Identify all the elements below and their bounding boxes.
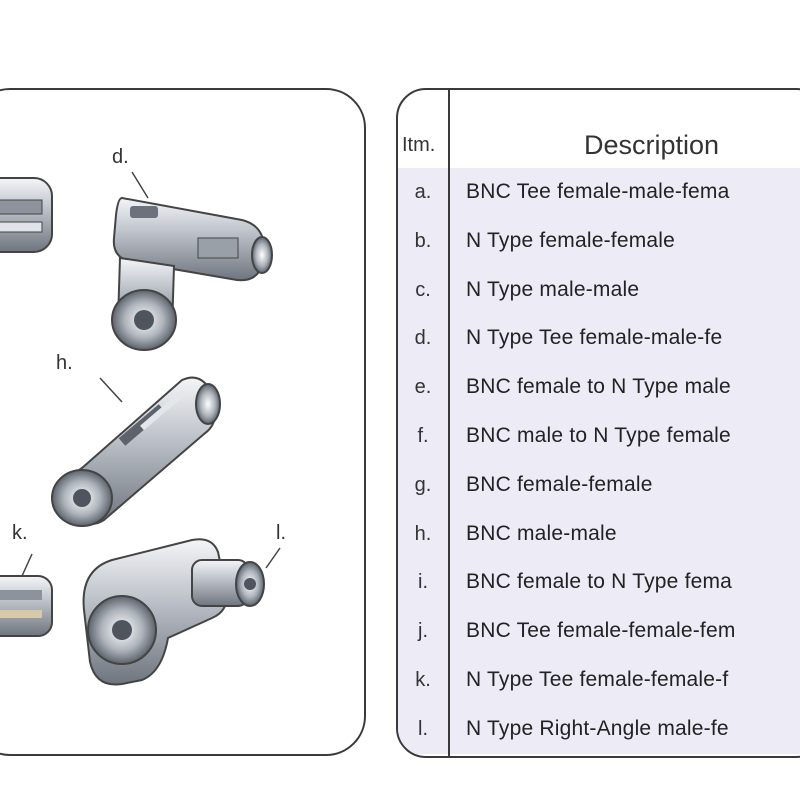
table-row: j. BNC Tee female-female-fem (398, 607, 800, 657)
table-row: f. BNC male to N Type female (398, 412, 800, 462)
table-row: g. BNC female-female (398, 460, 800, 511)
table-row: b. N Type female-female (398, 216, 800, 267)
table-row: i. BNC female to N Type fema (398, 558, 800, 609)
callout-h: h. (56, 352, 73, 374)
table-row: e. BNC female to N Type male (398, 363, 800, 413)
row-description: N Type Right-Angle male-fe (466, 716, 729, 740)
connector-partial-top-left (0, 177, 53, 253)
row-description: BNC female to N Type male (466, 375, 731, 399)
row-itm: f. (417, 425, 429, 447)
row-description: BNC Tee female-female-fem (466, 619, 736, 643)
connector-l-right-angle (82, 538, 265, 686)
connector-d-tee (111, 196, 273, 351)
table-header: Itm. Description (398, 90, 800, 170)
row-description: BNC Tee female-male-fema (466, 180, 730, 203)
row-description: BNC female-female (466, 472, 653, 496)
row-itm: b. (414, 229, 432, 252)
row-itm: i. (418, 571, 428, 594)
parts-table: Itm. Description a. BNC Tee female-male-f… (396, 88, 800, 758)
header-itm: Itm. (402, 134, 436, 156)
row-itm: h. (414, 522, 432, 545)
row-description: N Type female-female (466, 228, 676, 252)
column-divider (448, 90, 450, 756)
row-itm: k. (415, 669, 431, 691)
row-description: N Type Tee female-male-fe (466, 326, 723, 350)
connector-k-partial (0, 575, 53, 637)
row-itm: g. (414, 473, 432, 496)
table-row: d. N Type Tee female-male-fe (398, 314, 800, 365)
table-row: k. N Type Tee female-female-f (398, 656, 800, 706)
row-description: N Type male-male (466, 277, 640, 301)
table-row: h. BNC male-male (398, 509, 800, 560)
table-row: l. N Type Right-Angle male-fe (398, 704, 800, 754)
connector-drawings (0, 171, 281, 686)
connector-h-straight (51, 376, 221, 527)
callout-d: d. (112, 146, 129, 168)
row-itm: d. (414, 327, 432, 350)
row-description: BNC female to N Type fema (466, 570, 733, 594)
connector-illustration-panel: d. h. k. l. (0, 88, 366, 756)
row-itm: e. (414, 376, 432, 399)
row-description: BNC male to N Type female (466, 424, 731, 447)
row-itm: a. (414, 181, 432, 203)
row-itm: l. (418, 717, 428, 740)
table-row: a. BNC Tee female-male-fema (398, 168, 800, 218)
row-itm: j. (418, 620, 428, 643)
row-description: N Type Tee female-female-f (466, 668, 729, 691)
callout-k: k. (12, 522, 28, 544)
callout-l: l. (276, 522, 286, 544)
row-itm: c. (415, 278, 431, 301)
header-description: Description (584, 130, 720, 160)
row-description: BNC male-male (466, 521, 617, 545)
table-row: c. N Type male-male (398, 265, 800, 316)
